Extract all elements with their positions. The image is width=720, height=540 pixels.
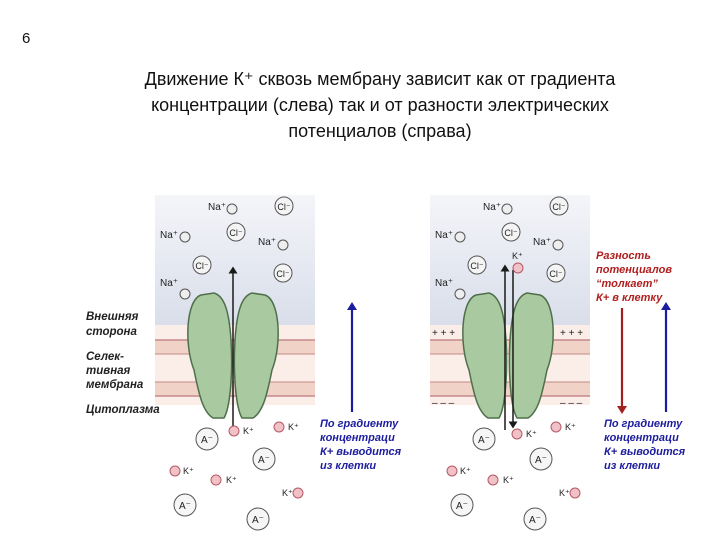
slide-title: Движение К⁺ сквозь мембрану зависит как … <box>100 66 660 144</box>
ion-label-k: K⁺ <box>288 422 299 432</box>
svg-text:Na⁺: Na⁺ <box>483 202 501 213</box>
svg-text:K⁺: K⁺ <box>460 466 471 476</box>
svg-text:К+ выводится: К+ выводится <box>604 446 686 458</box>
left-outer-ions: Na⁺ Cl⁻ Na⁺ Cl⁻ Na⁺ Cl⁻ Cl⁻ Na⁺ <box>160 196 294 300</box>
svg-text:Na⁺: Na⁺ <box>435 230 453 241</box>
charges-plus-right: + + + <box>560 328 583 339</box>
svg-text:Cl⁻: Cl⁻ <box>552 202 565 212</box>
ion-label-anion: A⁻ <box>201 435 213 446</box>
ion-label-k: K⁺ <box>226 475 237 485</box>
right-potassium-channel <box>462 292 554 419</box>
right-outer-ions: Na⁺ Cl⁻ Na⁺ Cl⁻ Na⁺ Cl⁻ K⁺ Cl⁻ Na⁺ <box>435 196 569 300</box>
ion-label-k: K⁺ <box>183 466 194 476</box>
label-membrane-1: Селек- <box>86 351 124 363</box>
ion-label-anion: A⁻ <box>258 455 270 466</box>
svg-text:A⁻: A⁻ <box>529 515 541 526</box>
svg-text:потенциалов: потенциалов <box>596 264 672 276</box>
slide-number: 6 <box>22 30 31 47</box>
svg-text:По градиенту: По градиенту <box>320 418 399 430</box>
svg-text:K⁺: K⁺ <box>559 488 570 498</box>
svg-text:K⁺: K⁺ <box>503 475 514 485</box>
label-membrane-3: мембрана <box>86 379 144 391</box>
left-panel: Na⁺ Cl⁻ Na⁺ Cl⁻ Na⁺ Cl⁻ Cl⁻ Na⁺ K⁺ A⁻ K⁺ <box>155 195 315 531</box>
svg-text:A⁻: A⁻ <box>478 435 490 446</box>
left-outer-side <box>155 195 315 325</box>
svg-text:Cl⁻: Cl⁻ <box>549 269 562 279</box>
svg-text:концентраци: концентраци <box>320 432 395 444</box>
title-line-1: Движение К⁺ сквозь мембрану зависит как … <box>144 69 616 89</box>
ion-label-na: Na⁺ <box>258 237 276 248</box>
ion-label-cl: Cl⁻ <box>195 261 208 271</box>
charges-minus-right: – – – <box>560 398 583 409</box>
label-outer-side-1: Внешняя <box>86 311 139 323</box>
ion-label-cl: Cl⁻ <box>229 228 242 238</box>
svg-text:K⁺: K⁺ <box>512 251 523 261</box>
ion-label-k: K⁺ <box>243 426 254 436</box>
ion-label-na: Na⁺ <box>160 230 178 241</box>
label-outer-side-2: сторона <box>86 326 137 338</box>
ion-label-k: K⁺ <box>282 488 293 498</box>
svg-text:По градиенту: По градиенту <box>604 418 683 430</box>
svg-text:A⁻: A⁻ <box>535 455 547 466</box>
svg-text:из клетки: из клетки <box>604 460 660 472</box>
ion-label-cl: Cl⁻ <box>277 202 290 212</box>
svg-text:Cl⁻: Cl⁻ <box>504 228 517 238</box>
ion-label-na: Na⁺ <box>160 278 178 289</box>
right-outer-side <box>430 195 590 325</box>
right-gradient-annotation: По градиенту концентраци К+ выводится из… <box>604 418 686 472</box>
svg-text:Na⁺: Na⁺ <box>435 278 453 289</box>
charges-plus-left: + + + <box>432 328 455 339</box>
svg-text:К+ выводится: К+ выводится <box>320 446 402 458</box>
left-gradient-annotation: По градиенту концентраци К+ выводится из… <box>320 418 402 472</box>
svg-text:Na⁺: Na⁺ <box>533 237 551 248</box>
svg-text:Разность: Разность <box>596 250 651 262</box>
ion-label-anion: A⁻ <box>179 501 191 512</box>
left-inner-ions: K⁺ A⁻ K⁺ A⁻ K⁺ K⁺ K⁺ A⁻ A⁻ <box>169 421 304 531</box>
ion-label-cl: Cl⁻ <box>276 269 289 279</box>
right-inner-ions: K⁺ A⁻ K⁺ A⁻ K⁺ K⁺ K⁺ A⁻ A⁻ <box>446 421 581 531</box>
svg-text:концентраци: концентраци <box>604 432 679 444</box>
right-panel: + + + + + + – – – – – – Na⁺ Cl⁻ Na⁺ Cl⁻ … <box>430 195 590 531</box>
title-line-2: концентрации (слева) так и от разности э… <box>151 95 609 115</box>
svg-text:K⁺: K⁺ <box>526 429 537 439</box>
svg-text:“толкает”: “толкает” <box>596 278 658 290</box>
title-line-3: потенциалов (справа) <box>288 121 472 141</box>
svg-text:из клетки: из клетки <box>320 460 376 472</box>
svg-text:Cl⁻: Cl⁻ <box>470 261 483 271</box>
label-cytoplasm: Цитоплазма <box>86 404 160 416</box>
svg-text:A⁻: A⁻ <box>456 501 468 512</box>
right-potential-annotation: Разность потенциалов “толкает” К+ в клет… <box>596 250 672 304</box>
label-membrane-2: тивная <box>86 365 131 377</box>
side-labels: Внешняя сторона Селек- тивная мембрана Ц… <box>86 311 160 416</box>
ion-label-anion: A⁻ <box>252 515 264 526</box>
svg-text:К+ в клетку: К+ в клетку <box>596 292 663 304</box>
ion-label-na: Na⁺ <box>208 202 226 213</box>
left-potassium-channel <box>187 292 279 419</box>
svg-text:K⁺: K⁺ <box>565 422 576 432</box>
charges-minus-left: – – – <box>432 398 455 409</box>
